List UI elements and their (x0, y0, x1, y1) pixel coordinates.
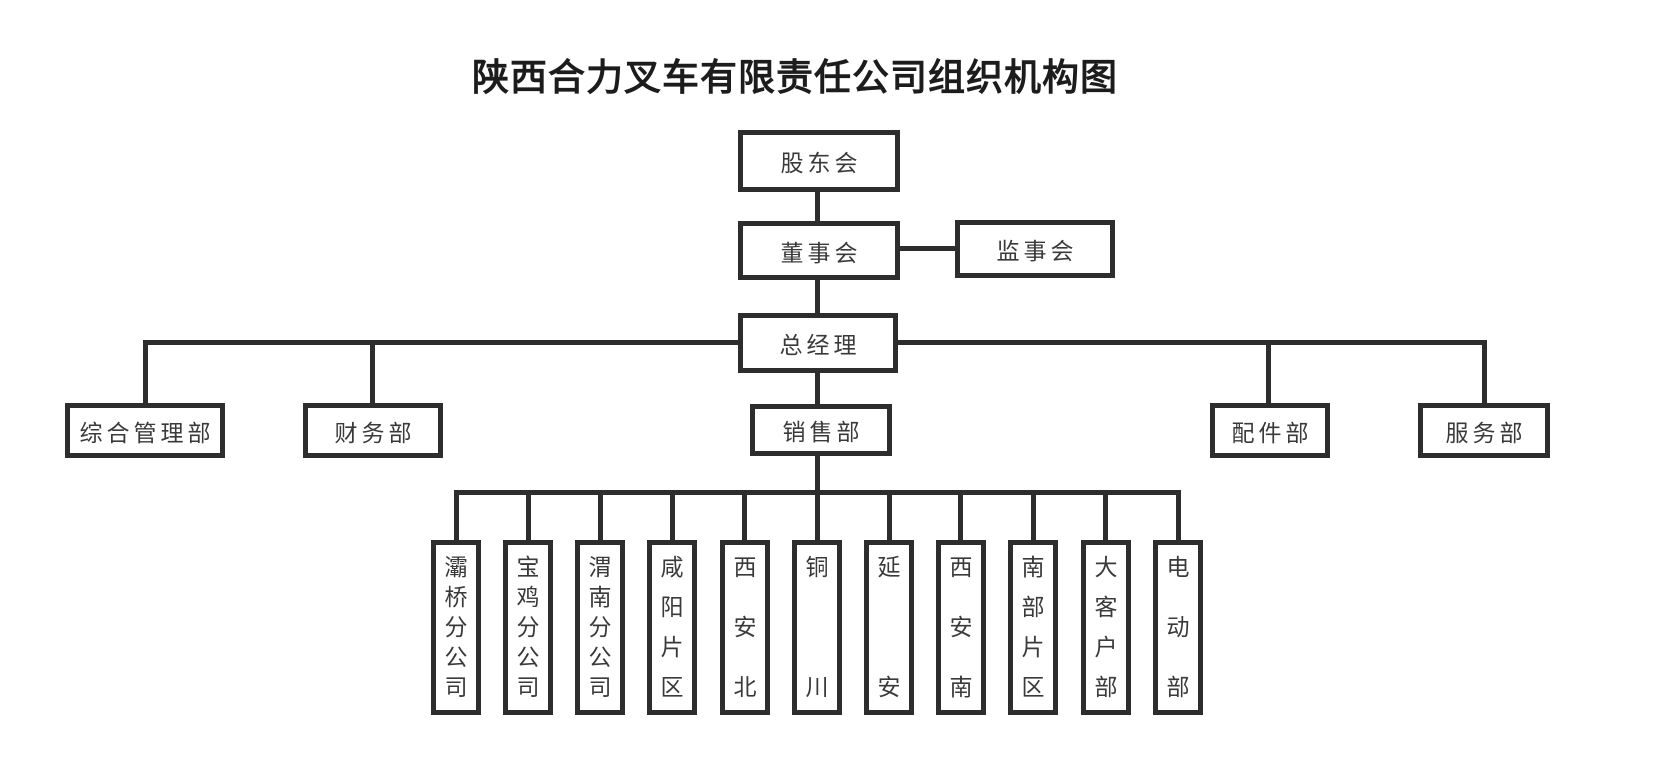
org-node-label: 服务部 (1445, 420, 1527, 446)
org-node-key-accounts: 大客户部 (1081, 540, 1131, 715)
org-node-xianyang-area: 咸阳片区 (647, 540, 697, 715)
org-node-label: 总经理 (779, 333, 861, 358)
org-node-board: 董事会 (738, 221, 900, 280)
org-node-label: 配件部 (1231, 420, 1313, 446)
connector-shareholders-board (815, 190, 820, 225)
org-node-label: 西安南 (949, 555, 973, 700)
org-node-general-admin-dept: 综合管理部 (65, 403, 225, 458)
org-node-supervisors: 监事会 (955, 220, 1115, 278)
connector-drop-finance (370, 340, 375, 406)
org-node-label: 渭南分公司 (588, 555, 612, 700)
org-node-xian-north: 西安北 (720, 540, 770, 715)
connector-drop-electric (1176, 490, 1181, 542)
org-node-label: 延安 (877, 555, 901, 700)
org-node-label: 综合管理部 (79, 420, 215, 446)
org-node-yanan: 延安 (864, 540, 914, 715)
org-node-label: 宝鸡分公司 (516, 555, 540, 700)
connector-drop-parts (1266, 340, 1271, 406)
connector-drop-key-accounts (1103, 490, 1108, 542)
connector-drop-xian-south (958, 490, 963, 542)
org-node-sales-dept: 销售部 (750, 404, 892, 456)
org-node-label: 灞桥分公司 (444, 555, 468, 700)
connector-drop-xianyang (670, 490, 675, 542)
connector-drop-xian-north (742, 490, 747, 542)
org-node-parts-dept: 配件部 (1210, 403, 1330, 458)
org-node-label: 销售部 (782, 420, 864, 445)
page-title: 陕西合力叉车有限责任公司组织机构图 (472, 57, 1118, 98)
org-node-label: 西安北 (733, 555, 757, 700)
org-node-label: 大客户部 (1094, 555, 1118, 700)
connector-drop-southern-area (1031, 490, 1036, 542)
org-node-tongchuan: 铜川 (792, 540, 842, 715)
org-node-general-manager: 总经理 (738, 313, 898, 373)
org-node-weinan-branch: 渭南分公司 (575, 540, 625, 715)
connector-drop-baoji (526, 490, 531, 542)
org-node-label: 南部片区 (1021, 555, 1045, 700)
org-node-label: 咸阳片区 (660, 555, 684, 700)
org-node-label: 电动部 (1166, 555, 1190, 700)
org-node-service-dept: 服务部 (1418, 403, 1550, 458)
org-node-baqiao-branch: 灞桥分公司 (431, 540, 481, 715)
org-node-label: 铜川 (805, 555, 829, 700)
org-node-label: 股东会 (780, 151, 862, 176)
connector-board-gm (815, 278, 820, 316)
org-node-xian-south: 西安南 (936, 540, 986, 715)
connector-gm-sales (815, 371, 820, 407)
connector-drop-weinan (598, 490, 603, 542)
org-node-shareholders: 股东会 (738, 130, 900, 192)
org-node-label: 监事会 (996, 239, 1078, 264)
connector-drop-yanan (887, 490, 892, 542)
connector-board-supervisors (898, 246, 958, 251)
connector-sales-rail (815, 452, 820, 542)
org-node-finance-dept: 财务部 (303, 403, 443, 458)
connector-drop-general-admin (143, 340, 148, 406)
org-node-label: 董事会 (780, 240, 862, 266)
connector-bottom-rail (454, 490, 1181, 495)
org-node-electric-dept: 电动部 (1153, 540, 1203, 715)
org-node-southern-area: 南部片区 (1008, 540, 1058, 715)
connector-drop-baqiao (454, 490, 459, 542)
connector-drop-service (1482, 340, 1487, 406)
org-node-label: 财务部 (334, 420, 416, 446)
org-node-baoji-branch: 宝鸡分公司 (503, 540, 553, 715)
